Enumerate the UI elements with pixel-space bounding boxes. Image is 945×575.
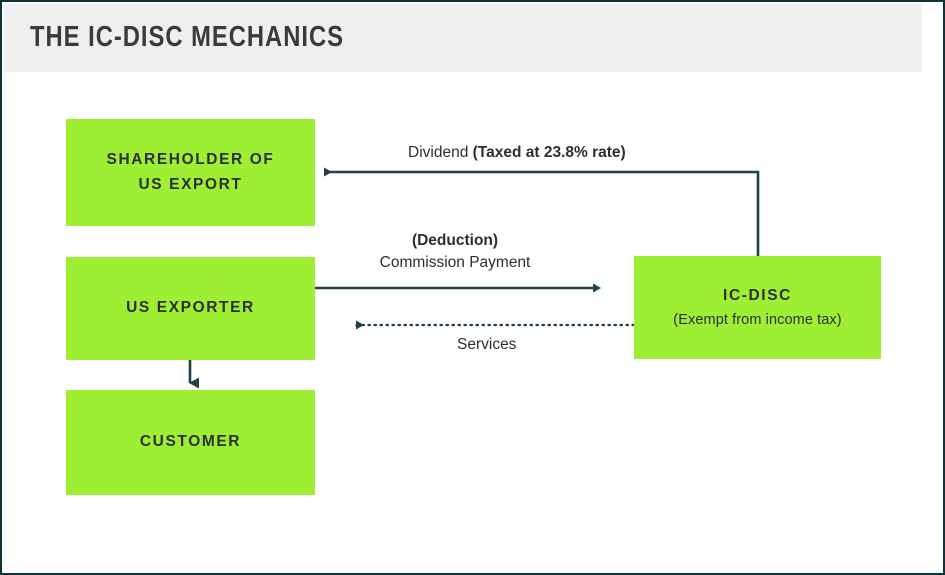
- node-shareholder-of-us-export[interactable]: SHAREHOLDER OF US EXPORT: [66, 119, 315, 226]
- node-customer-title: CUSTOMER: [139, 433, 242, 451]
- connector-layer: [188, 167, 760, 389]
- edge-label-dividend-bold: (Taxed at 23.8% rate): [472, 144, 626, 161]
- edge-label-commission-payment: Commission Payment: [379, 254, 531, 272]
- edge-label-commission: (Deduction) Commission Payment: [368, 230, 542, 275]
- node-icdisc-title: IC-DISC: [723, 287, 792, 305]
- node-shareholder-title-line2: US EXPORT: [138, 175, 243, 193]
- node-us-exporter[interactable]: US EXPORTER: [66, 257, 315, 360]
- node-shareholder-title-line1: SHAREHOLDER OF: [106, 151, 275, 169]
- node-customer[interactable]: CUSTOMER: [66, 390, 315, 495]
- node-exporter-title: US EXPORTER: [126, 299, 255, 317]
- header-band: [4, 4, 922, 72]
- diagram-canvas: SHAREHOLDER OF US EXPORT US EXPORTER CUS…: [2, 72, 943, 573]
- node-icdisc-subtitle: (Exempt from income tax): [673, 312, 842, 329]
- page-title: THE IC-DISC MECHANICS: [30, 21, 344, 53]
- edge-label-services: Services: [457, 336, 517, 353]
- node-ic-disc[interactable]: IC-DISC (Exempt from income tax): [634, 256, 881, 359]
- edge-label-commission-deduction: (Deduction): [411, 232, 499, 249]
- edge-label-dividend: Dividend (Taxed at 23.8% rate): [408, 142, 626, 164]
- edge-label-dividend-regular: Dividend: [408, 144, 473, 161]
- edge-dividend-line: [324, 167, 760, 256]
